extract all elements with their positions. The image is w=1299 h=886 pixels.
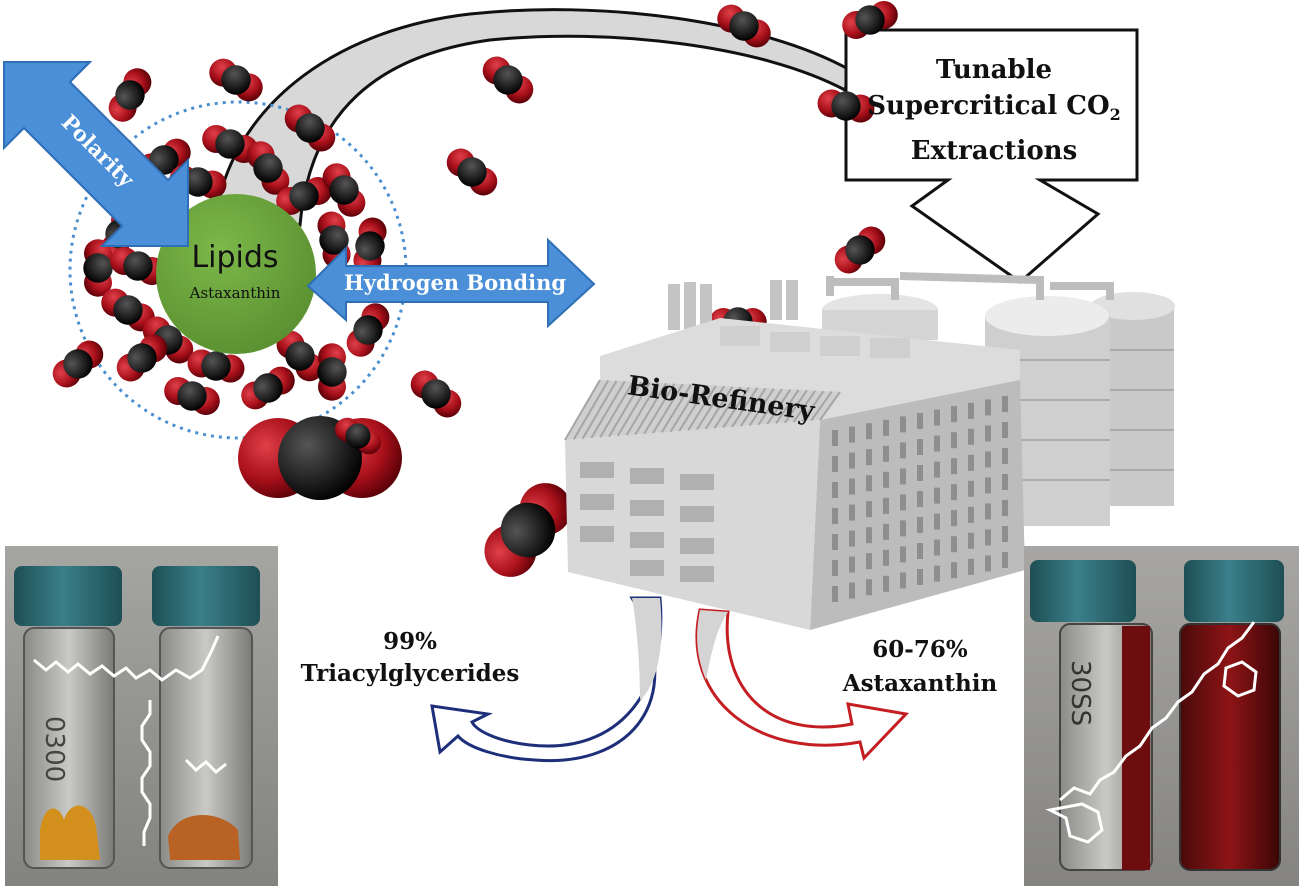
astaxanthin-vials-photo: 30SS bbox=[1024, 546, 1299, 886]
callout-line-3: Extractions bbox=[910, 136, 1078, 167]
lipids-subtitle: Astaxanthin bbox=[189, 284, 281, 302]
co2-molecule bbox=[817, 89, 875, 123]
hydrogen-bonding-arrow bbox=[306, 237, 596, 329]
co2-molecule bbox=[834, 226, 886, 274]
tag-product-name: Triacylglycerides bbox=[300, 660, 520, 687]
co2-molecules bbox=[52, 0, 898, 577]
co2-molecule bbox=[317, 343, 347, 401]
co2-molecule bbox=[284, 104, 336, 152]
svg-text:30SS: 30SS bbox=[1065, 660, 1095, 726]
astaxanthin-yield-percent: 60-76% bbox=[872, 636, 968, 663]
co2-molecule bbox=[482, 56, 534, 104]
co2-molecule bbox=[241, 366, 295, 410]
lipid-sphere bbox=[156, 194, 316, 354]
co2-molecule bbox=[187, 349, 245, 383]
co2-molecule bbox=[322, 163, 366, 217]
co2-molecule bbox=[164, 376, 220, 416]
bio-refinery-building bbox=[564, 272, 1175, 630]
lipids-title: Lipids bbox=[191, 240, 279, 275]
callout-line-1: Tunable bbox=[935, 55, 1053, 85]
co2-molecule bbox=[335, 417, 381, 455]
tag-yield-percent: 99% bbox=[383, 628, 437, 655]
subscript-2: 2 bbox=[1109, 105, 1121, 125]
tag-output-stream bbox=[430, 596, 663, 763]
co2-molecule bbox=[52, 340, 104, 388]
callout-text: Tunable Supercritical CO2 Extractions bbox=[850, 52, 1138, 169]
co2-molecule bbox=[346, 303, 390, 357]
svg-text:0300: 0300 bbox=[39, 716, 69, 782]
tag-vials-photo: 0300 bbox=[5, 546, 278, 886]
co2-molecule bbox=[108, 68, 152, 122]
polarity-arrow bbox=[3, 61, 189, 247]
astaxanthin-output-stream bbox=[695, 608, 910, 762]
hydrogen-bonding-label: Hydrogen Bonding bbox=[343, 270, 567, 295]
tunable-extraction-callout bbox=[844, 28, 1139, 284]
co2-molecule bbox=[83, 239, 113, 297]
co2-molecule bbox=[209, 58, 263, 102]
co2-molecule bbox=[116, 334, 168, 382]
co2-molecule bbox=[446, 148, 498, 196]
astaxanthin-product-name: Astaxanthin bbox=[842, 670, 998, 697]
vial-left-1: 0300 bbox=[14, 566, 122, 869]
vial-right-1: 30SS bbox=[1030, 560, 1153, 871]
astaxanthin-molecule-overlay bbox=[1045, 621, 1258, 844]
callout-line-2: Supercritical CO2 bbox=[867, 91, 1121, 125]
co2-molecule bbox=[717, 4, 771, 48]
vial-left-2 bbox=[152, 566, 260, 869]
co2-molecule bbox=[484, 483, 572, 577]
facade-windows bbox=[832, 396, 1008, 602]
co2-molecule bbox=[246, 141, 290, 195]
co2-molecule bbox=[842, 0, 898, 40]
tag-molecule-overlay bbox=[33, 635, 227, 846]
front-windows bbox=[580, 462, 714, 582]
vial-right-2 bbox=[1179, 560, 1284, 871]
co2-molecule bbox=[410, 370, 462, 418]
co2-molecule bbox=[238, 416, 402, 500]
co2-molecule bbox=[276, 176, 332, 216]
